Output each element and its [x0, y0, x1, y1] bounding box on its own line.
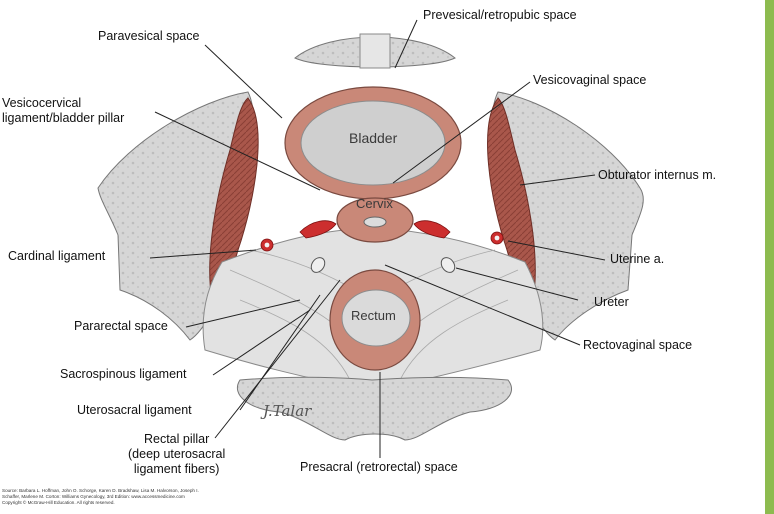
presacral-space-label: Presacral (retrorectal) space — [300, 460, 458, 474]
rectovaginal-space-label: Rectovaginal space — [583, 338, 693, 352]
source-credit: Source: Barbara L. Hoffman, John O. Scho… — [2, 488, 199, 506]
cardinal-ligament-label: Cardinal ligament — [8, 249, 106, 263]
bladder-label: Bladder — [349, 130, 398, 146]
uterosacral-ligament-label: Uterosacral ligament — [77, 403, 192, 417]
leader-lines — [149, 19, 606, 458]
vesicocervical-ligament-label: Vesicocervical ligament/bladder pillar — [2, 96, 125, 125]
sacrum — [237, 376, 512, 441]
pararectal-space-label: Pararectal space — [74, 319, 168, 333]
bladder-lumen — [300, 100, 446, 186]
artist-signature: J.Talar — [263, 402, 312, 420]
cervix-label: Cervix — [356, 196, 393, 211]
ureter-label: Ureter — [594, 295, 629, 309]
rectal-pillar-label: Rectal pillar (deep uterosacral ligament… — [128, 432, 226, 476]
rectum-label: Rectum — [351, 308, 396, 323]
prevesical-space-label: Prevesical/retropubic space — [423, 8, 577, 22]
paravesical-space-label: Paravesical space — [98, 29, 200, 43]
uterine-artery-label: Uterine a. — [610, 252, 665, 266]
sacrospinous-ligament-label: Sacrospinous ligament — [60, 367, 187, 381]
pubic-bridge — [359, 33, 391, 69]
vesicovaginal-space-label: Vesicovaginal space — [533, 73, 647, 87]
ureters — [310, 257, 456, 273]
cervical-os — [363, 216, 387, 228]
obturator-internus-label: Obturator internus m. — [598, 168, 717, 182]
rectum-lumen — [341, 289, 411, 347]
